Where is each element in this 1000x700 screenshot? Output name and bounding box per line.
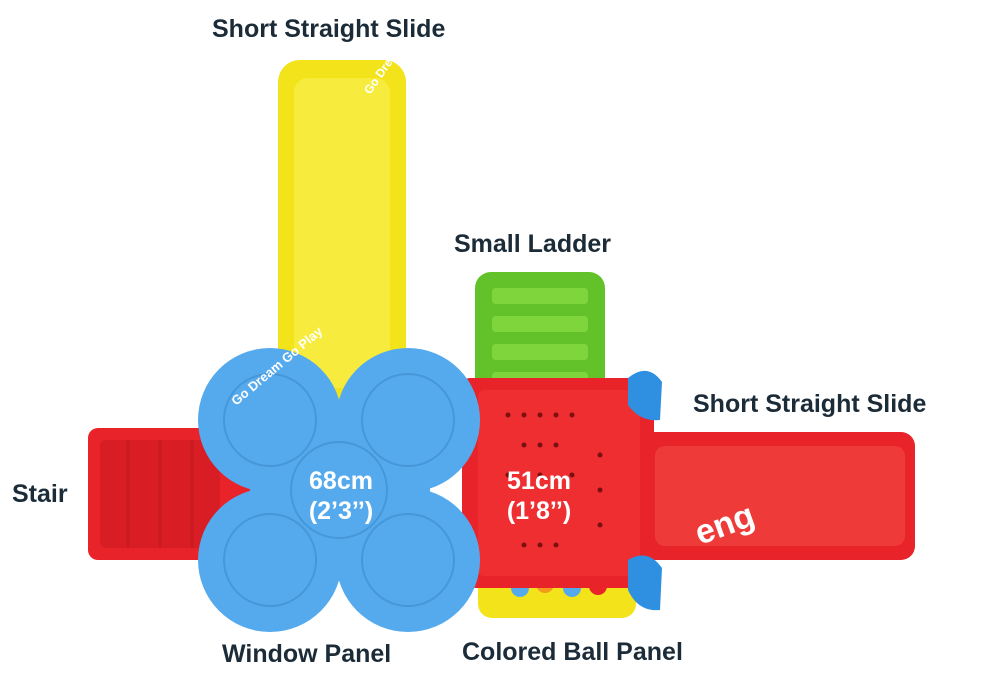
window-panel-ft: (2’3’’) bbox=[308, 497, 374, 525]
ladder-component bbox=[475, 272, 605, 400]
label-slide-right: Short Straight Slide bbox=[693, 390, 927, 418]
window-panel-component: Go Dream Go Play bbox=[198, 323, 480, 632]
platform-dimension: 51cm (1’8’’) bbox=[484, 466, 594, 526]
platform-ft: (1’8’’) bbox=[506, 497, 572, 525]
slide-top-component: Go Dream bbox=[278, 42, 406, 400]
label-small-ladder: Small Ladder bbox=[454, 230, 611, 258]
blue-connectors bbox=[628, 370, 662, 611]
window-panel-cm: 68cm bbox=[309, 467, 373, 495]
label-colored-ball-panel: Colored Ball Panel bbox=[462, 638, 683, 666]
platform-cm: 51cm bbox=[507, 467, 571, 495]
slide-right-component: eng bbox=[640, 432, 915, 560]
label-stair: Stair bbox=[12, 480, 68, 508]
window-panel-dimension: 68cm (2’3’’) bbox=[286, 466, 396, 526]
label-slide-top: Short Straight Slide bbox=[212, 15, 446, 43]
label-window-panel: Window Panel bbox=[222, 640, 392, 668]
platform-component bbox=[462, 378, 654, 588]
